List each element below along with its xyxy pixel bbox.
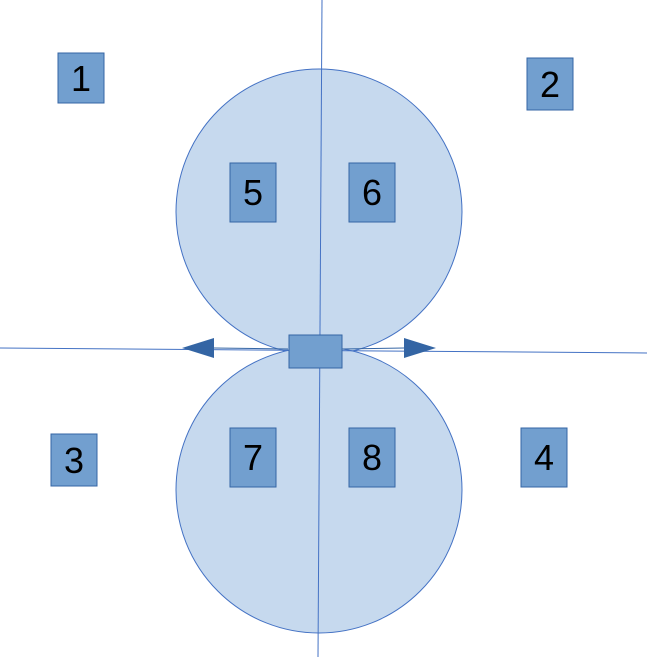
center-handle[interactable] [288,334,343,369]
region-box-1: 1 [57,52,105,104]
region-box-4: 4 [520,427,568,488]
region-label-2: 2 [540,64,560,105]
region-box-2: 2 [526,57,574,111]
region-label-3: 3 [64,440,84,481]
region-label-8: 8 [362,437,382,478]
vertical-axis-line [317,0,323,657]
region-label-1: 1 [71,58,91,99]
region-box-3: 3 [50,433,98,487]
right-arrow [341,338,436,358]
region-box-5: 5 [229,162,277,223]
upper-circle [175,68,463,356]
region-box-6: 6 [348,162,396,223]
region-label-5: 5 [243,172,263,213]
region-box-7: 7 [229,427,277,488]
region-label-6: 6 [362,172,382,213]
left-arrow [182,338,289,358]
region-label-4: 4 [534,437,554,478]
region-label-7: 7 [243,437,263,478]
region-box-8: 8 [348,427,396,488]
